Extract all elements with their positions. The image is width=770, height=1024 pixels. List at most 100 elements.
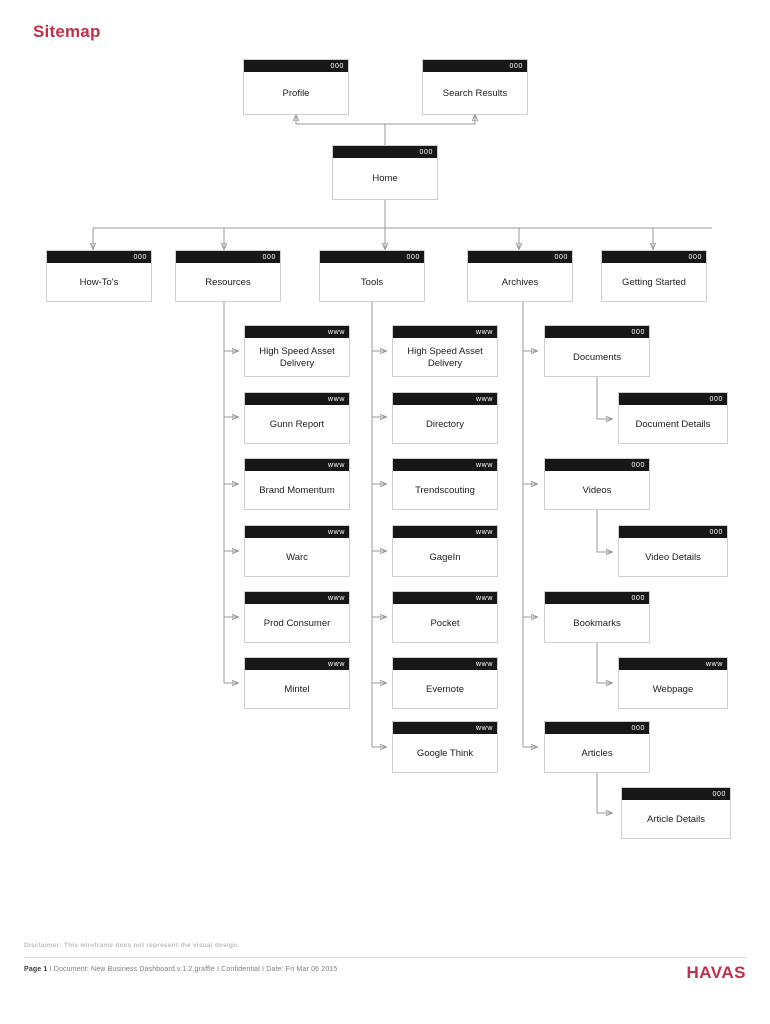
node-badge: 000 (133, 253, 147, 261)
node-label: Evernote (425, 683, 465, 695)
node-label: Prod Consumer (263, 617, 331, 629)
node-archives[interactable]: 000 Archives (467, 250, 573, 302)
node-res-mintel[interactable]: www Mintel (244, 657, 350, 709)
node-body: Home (333, 158, 437, 200)
node-arc-document-details[interactable]: 000 Document Details (618, 392, 728, 444)
node-header: www (245, 526, 349, 538)
node-label: Mintel (284, 683, 310, 695)
node-tool-trendscouting[interactable]: www Trendscouting (392, 458, 498, 510)
node-header: 000 (545, 592, 649, 604)
node-label: How-To's (79, 276, 119, 288)
node-resources[interactable]: 000 Resources (175, 250, 281, 302)
node-badge: www (328, 461, 345, 469)
node-header: www (393, 526, 497, 538)
node-tool-directory[interactable]: www Directory (392, 392, 498, 444)
node-body: Getting Started (602, 263, 706, 302)
node-header: www (245, 658, 349, 670)
node-badge: www (476, 594, 493, 602)
node-arc-videos[interactable]: 000 Videos (544, 458, 650, 510)
node-label: Tools (360, 276, 384, 288)
node-tools[interactable]: 000 Tools (319, 250, 425, 302)
node-res-prod-consumer[interactable]: www Prod Consumer (244, 591, 350, 643)
node-header: 000 (545, 326, 649, 338)
node-label: Videos (582, 484, 612, 496)
node-tool-gagein[interactable]: www GageIn (392, 525, 498, 577)
node-body: Documents (545, 338, 649, 377)
node-header: www (619, 658, 727, 670)
node-badge: 000 (631, 594, 645, 602)
node-header: www (393, 592, 497, 604)
node-header: 000 (622, 788, 730, 800)
node-search-results[interactable]: 000 Search Results (422, 59, 528, 115)
node-arc-documents[interactable]: 000 Documents (544, 325, 650, 377)
node-header: www (393, 459, 497, 471)
node-header: 000 (619, 526, 727, 538)
node-body: Evernote (393, 670, 497, 709)
node-body: Article Details (622, 800, 730, 839)
node-tool-high-speed-asset-delivery[interactable]: www High Speed Asset Delivery (392, 325, 498, 377)
footer-divider (24, 957, 746, 958)
footer-meta: Page 1 I Document: New Business Dashboar… (24, 966, 337, 973)
node-label: Documents (572, 351, 622, 363)
node-how-tos[interactable]: 000 How-To's (46, 250, 152, 302)
footer-meta-rest: I Document: New Business Dashboard.v.1.2… (47, 966, 338, 973)
node-label: GageIn (429, 551, 461, 563)
node-tool-pocket[interactable]: www Pocket (392, 591, 498, 643)
node-label: High Speed Asset Delivery (259, 345, 335, 369)
node-label: Gunn Report (269, 418, 325, 430)
node-header: 000 (619, 393, 727, 405)
node-header: www (245, 393, 349, 405)
node-res-high-speed-asset-delivery[interactable]: www High Speed Asset Delivery (244, 325, 350, 377)
node-arc-bookmarks[interactable]: 000 Bookmarks (544, 591, 650, 643)
node-badge: 000 (631, 328, 645, 336)
node-tool-evernote[interactable]: www Evernote (392, 657, 498, 709)
node-badge: 000 (554, 253, 568, 261)
node-home[interactable]: 000 Home (332, 145, 438, 200)
node-res-gunn-report[interactable]: www Gunn Report (244, 392, 350, 444)
node-arc-articles[interactable]: 000 Articles (544, 721, 650, 773)
node-badge: 000 (509, 62, 523, 70)
node-badge: www (328, 328, 345, 336)
node-body: Warc (245, 538, 349, 577)
node-body: Prod Consumer (245, 604, 349, 643)
node-label: Document Details (635, 418, 711, 430)
node-body: GageIn (393, 538, 497, 577)
node-body: Profile (244, 72, 348, 115)
node-badge: 000 (709, 395, 723, 403)
node-label: Archives (501, 276, 539, 288)
node-arc-video-details[interactable]: 000 Video Details (618, 525, 728, 577)
node-header: www (245, 326, 349, 338)
node-body: Articles (545, 734, 649, 773)
node-header: 000 (468, 251, 572, 263)
node-body: Search Results (423, 72, 527, 115)
node-badge: www (328, 594, 345, 602)
node-res-brand-momentum[interactable]: www Brand Momentum (244, 458, 350, 510)
node-arc-webpage[interactable]: www Webpage (618, 657, 728, 709)
node-label: Video Details (645, 551, 701, 563)
node-res-warc[interactable]: www Warc (244, 525, 350, 577)
node-body: High Speed Asset Delivery (393, 338, 497, 377)
node-header: 000 (244, 60, 348, 72)
node-getting-started[interactable]: 000 Getting Started (601, 250, 707, 302)
node-badge: www (476, 724, 493, 732)
node-header: 000 (545, 722, 649, 734)
node-header: www (393, 658, 497, 670)
node-arc-article-details[interactable]: 000 Article Details (621, 787, 731, 839)
node-body: Document Details (619, 405, 727, 444)
node-body: Google Think (393, 734, 497, 773)
node-badge: www (706, 660, 723, 668)
node-label: Home (372, 173, 398, 184)
node-badge: www (328, 395, 345, 403)
node-badge: 000 (330, 62, 344, 70)
node-tool-google-think[interactable]: www Google Think (392, 721, 498, 773)
node-profile[interactable]: 000 Profile (243, 59, 349, 115)
node-header: www (393, 722, 497, 734)
node-badge: 000 (262, 253, 276, 261)
node-label: Search Results (442, 87, 508, 99)
node-header: 000 (423, 60, 527, 72)
node-badge: 000 (631, 724, 645, 732)
node-header: 000 (602, 251, 706, 263)
node-label: Warc (286, 551, 308, 563)
node-label: Brand Momentum (259, 484, 335, 496)
